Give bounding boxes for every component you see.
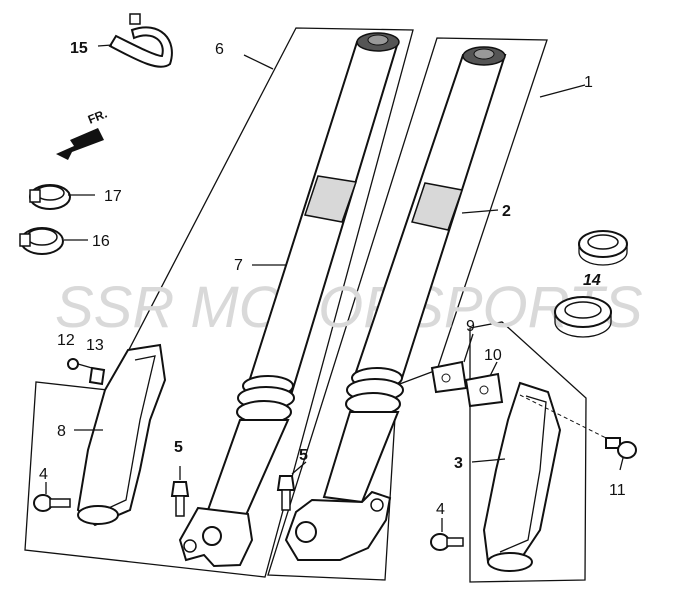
right-fork-guard [482,381,562,572]
callout-4-left: 4 [39,466,48,483]
clip-13 [88,366,106,386]
callout-8: 8 [57,423,66,440]
oil-seal-lower [554,296,612,338]
callout-12: 12 [57,332,75,349]
callout-5-left: 5 [174,439,183,456]
bolt-12 [67,358,93,370]
watermark-text: SSR MOTORSPORTS [55,275,643,340]
callout-7: 7 [234,257,243,274]
callout-5-right: 5 [299,447,308,464]
callout-numbers: 1 2 3 4 4 5 5 6 7 8 9 10 11 12 13 14 15 … [39,40,626,518]
strap-clamp-15 [108,13,173,68]
callout-13: 13 [86,337,104,354]
callout-2: 2 [502,203,511,220]
bolt-11 [519,394,637,459]
callout-4-right: 4 [436,501,445,518]
callout-14: 14 [583,272,601,289]
bracket-frame [469,321,587,583]
callout-15: 15 [70,40,88,57]
callout-11: 11 [609,482,626,499]
callout-6: 6 [215,41,224,58]
direction-label: FR. [86,107,109,127]
callout-17: 17 [104,188,122,205]
bolt-5-left [170,481,190,517]
callout-16: 16 [92,233,110,250]
front-direction-arrow: FR. [56,107,109,160]
guide-bracket-10 [464,372,504,408]
band-clamp-17 [29,184,71,210]
guide-bracket-9 [430,360,468,394]
bolt-5-right [276,475,296,511]
callout-9: 9 [466,318,475,335]
bolt-4-right [430,533,464,551]
oil-seal-upper [578,230,628,266]
band-clamp-16 [19,227,64,255]
right-fork-assembly [284,46,507,561]
leader-lines [45,44,624,532]
bolt-4-left [33,494,71,512]
callout-10: 10 [484,347,502,364]
left-fork-assembly [178,32,400,568]
callout-3: 3 [454,455,463,472]
callout-1: 1 [584,74,593,91]
